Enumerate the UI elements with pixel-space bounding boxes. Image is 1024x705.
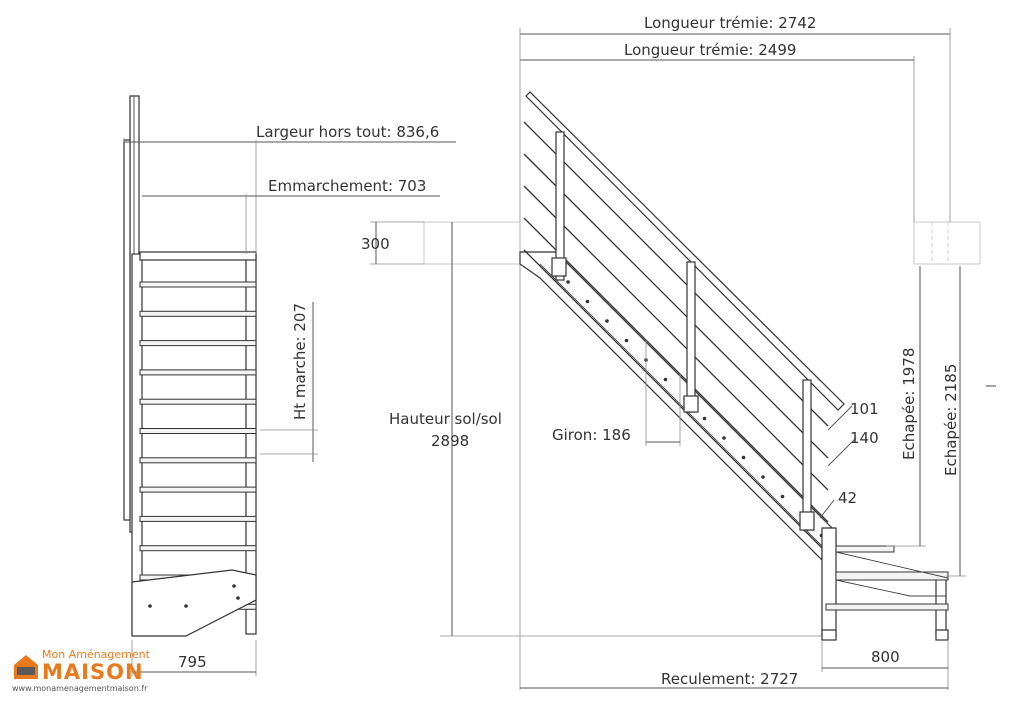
- front-bottom-stringer: [131, 569, 257, 637]
- side-post-2: [686, 261, 696, 413]
- front-step: [139, 486, 257, 493]
- bottom-tread-3: [825, 603, 949, 611]
- railing-bar: [523, 185, 829, 491]
- railing-bar: [523, 121, 829, 427]
- front-step: [139, 515, 257, 522]
- echappee-2185-label: Echapée: 2185: [942, 364, 960, 476]
- railing-bar: [523, 249, 829, 555]
- dim-300-label: 300: [361, 235, 390, 253]
- echappee-1978-label: Echapée: 1978: [900, 348, 918, 460]
- bottom-tread-1: [835, 545, 895, 553]
- hauteur-label-line1: Hauteur sol/sol: [389, 410, 502, 428]
- giron-label: Giron: 186: [552, 426, 631, 444]
- step-hole: [761, 475, 765, 479]
- reculement-label: Reculement: 2727: [661, 670, 798, 688]
- side-post-3-base: [799, 511, 815, 531]
- longueur-2742-label: Longueur trémie: 2742: [644, 14, 816, 32]
- ht-marche-label: Ht marche: 207: [291, 303, 309, 420]
- foot-left: [821, 629, 837, 641]
- foot-right: [935, 629, 949, 641]
- dim-42-label: 42: [838, 489, 857, 507]
- step-hole: [741, 455, 746, 460]
- step-hole: [566, 280, 570, 284]
- side-post-1-base: [551, 257, 567, 277]
- step-hole: [624, 338, 629, 343]
- front-handrail-side: [123, 139, 131, 521]
- front-top-bracket: [139, 251, 257, 261]
- step-hole: [702, 416, 707, 421]
- front-step: [139, 398, 257, 405]
- front-step: [139, 340, 257, 347]
- tremie-floor-left: [423, 221, 521, 265]
- dim-101-label: 101: [850, 400, 879, 418]
- step-hole: [663, 377, 668, 382]
- width-795-label: 795: [178, 653, 207, 671]
- front-step: [139, 310, 257, 317]
- front-step: [139, 457, 257, 464]
- front-step: [139, 281, 257, 288]
- dim-140-label: 140: [850, 429, 879, 447]
- longueur-2499-label: Longueur trémie: 2499: [624, 41, 796, 59]
- largeur-label: Largeur hors tout: 836,6: [256, 123, 439, 141]
- bottom-support-left: [821, 527, 837, 637]
- logo-brand: MAISON: [42, 660, 144, 684]
- logo-top-line: Mon Aménagement: [42, 648, 150, 661]
- bottom-tread-2: [835, 571, 949, 581]
- side-post-1: [555, 131, 565, 281]
- dim-800-label: 800: [871, 648, 900, 666]
- emmarchement-label: Emmarchement: 703: [268, 177, 426, 195]
- side-post-2-base: [683, 395, 699, 413]
- step-hole: [722, 436, 726, 440]
- house-icon: [14, 655, 38, 679]
- logo-url: www.monamenagementmaison.fr: [12, 684, 148, 693]
- brand-logo[interactable]: Mon Aménagement MAISON www.monamenagemen…: [12, 648, 150, 694]
- railing-bar: [523, 217, 829, 523]
- front-steps: [139, 281, 257, 610]
- side-view: Longueur trémie: 2742 Longueur trémie: 2…: [361, 14, 996, 690]
- step-hole: [605, 319, 609, 323]
- side-railing-bars: [523, 121, 829, 555]
- side-post-3: [802, 379, 812, 531]
- side-handrail: [525, 91, 845, 411]
- front-step: [139, 428, 257, 434]
- step-hole: [780, 494, 785, 499]
- front-step: [139, 369, 257, 376]
- front-view: Largeur hors tout: 836,6 Emmarchement: 7…: [123, 95, 456, 676]
- step-hole: [585, 299, 590, 304]
- tremie-floor-right: [913, 221, 981, 265]
- hauteur-label-line2: 2898: [431, 432, 469, 450]
- front-step: [139, 545, 257, 552]
- railing-bar: [523, 153, 829, 459]
